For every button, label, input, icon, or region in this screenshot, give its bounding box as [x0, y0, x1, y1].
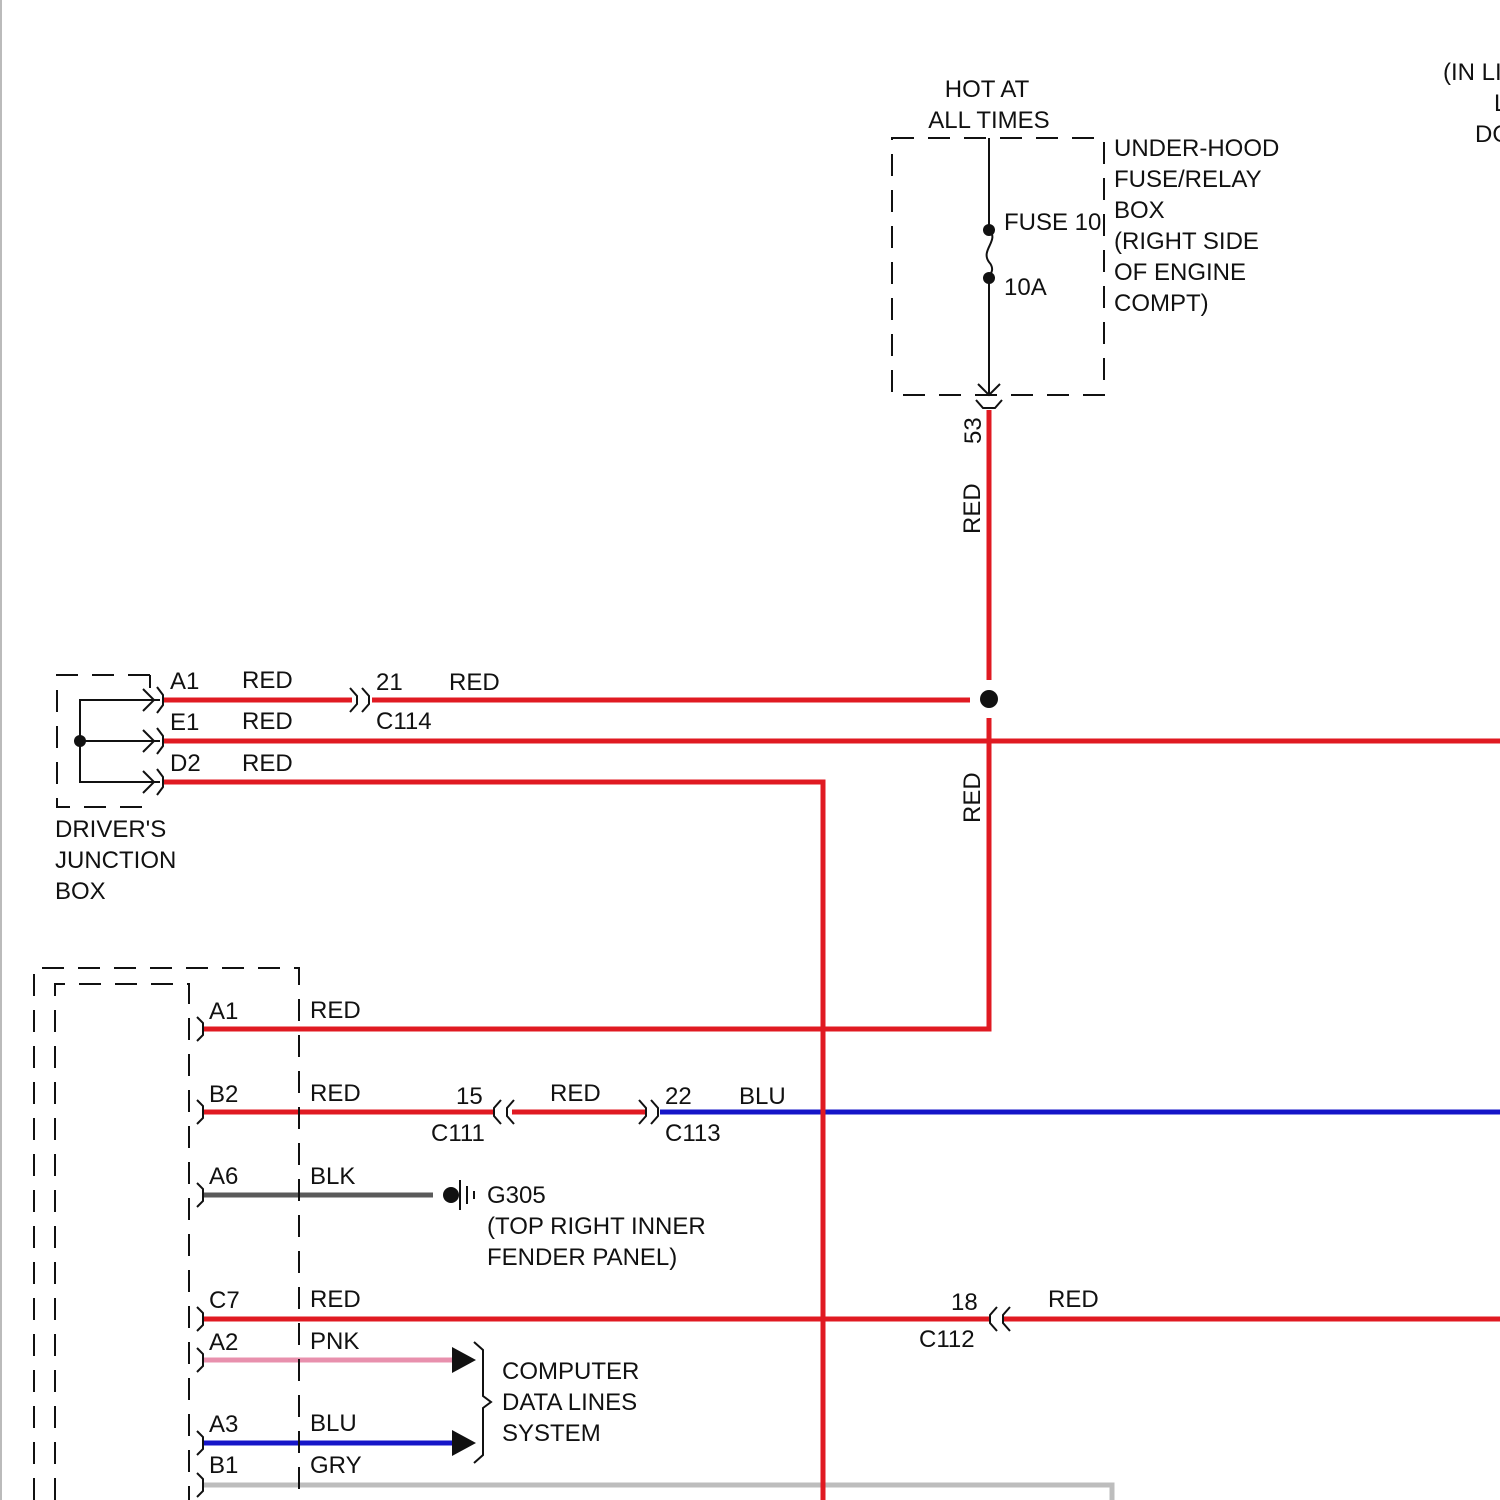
- module-b2-connector-icon: [197, 1100, 203, 1124]
- fuse-rating-label: 10A: [1004, 274, 1047, 301]
- module-wire-b2-color: RED: [310, 1080, 361, 1107]
- djb-wire-a1-color: RED: [242, 667, 293, 694]
- module-a1-connector-icon: [197, 1017, 203, 1041]
- ground-dot: [443, 1187, 459, 1203]
- module-wire-c7-color: RED: [310, 1286, 361, 1313]
- djb-pin-d2: D2: [170, 750, 201, 777]
- c114-id-label: C114: [376, 708, 432, 735]
- module-b1-connector-icon: [197, 1473, 203, 1497]
- wire-53-color-label: RED: [959, 483, 986, 534]
- module-wire-a3-color: BLU: [310, 1410, 357, 1437]
- djb-pin-e1: E1: [170, 709, 199, 736]
- module-pin-a1: A1: [209, 998, 238, 1025]
- module-inner-outline: [55, 984, 189, 1500]
- c113-id-label: C113: [665, 1120, 721, 1147]
- connector-c113: 22 C113 BLU: [639, 1083, 786, 1147]
- module-a6-connector-icon: [197, 1183, 203, 1207]
- hot-at-all-times-label-1: HOT AT: [945, 76, 1030, 103]
- module-pin-b1: B1: [209, 1452, 238, 1479]
- module-wire-a1-color: RED: [310, 997, 361, 1024]
- djb-bus-dot: [74, 735, 86, 747]
- splice-junction-dot: [980, 690, 998, 708]
- ground-location-line-1: (TOP RIGHT INNER: [487, 1213, 706, 1240]
- module-pin-a2: A2: [209, 1329, 238, 1356]
- wire-djb-d2-red[interactable]: [163, 782, 823, 1500]
- c114-pin-label: 21: [376, 669, 403, 696]
- a3-arrow-icon: [452, 1430, 476, 1456]
- c112-id-label: C112: [919, 1326, 975, 1353]
- c113-wire-color: BLU: [739, 1083, 786, 1110]
- fuse-box-name-line-3: BOX: [1114, 197, 1165, 224]
- lower-module: A1 RED B2 RED A6 BLK C7 RED A2 PNK A3 BL…: [34, 968, 362, 1500]
- top-right-note-line-2: L: [1494, 90, 1500, 117]
- data-lines-label-1: COMPUTER: [502, 1358, 639, 1385]
- djb-wire-d2-color: RED: [242, 750, 293, 777]
- fuse-label: FUSE 10: [1004, 209, 1101, 236]
- riser-wire-color-label: RED: [959, 772, 986, 823]
- computer-data-lines: COMPUTER DATA LINES SYSTEM: [452, 1342, 639, 1463]
- djb-pin-a1: A1: [170, 668, 199, 695]
- djb-name-line-2: JUNCTION: [55, 847, 176, 874]
- module-pin-c7: C7: [209, 1287, 240, 1314]
- fuse-box-name-line-6: COMPT): [1114, 290, 1209, 317]
- pin-53-label: 53: [960, 417, 987, 444]
- data-lines-brace-icon: [474, 1342, 491, 1463]
- module-pin-a6: A6: [209, 1163, 238, 1190]
- c111-c113-wire-color: RED: [550, 1080, 601, 1107]
- fuse-box-name-line-2: FUSE/RELAY: [1114, 166, 1262, 193]
- wire-riser-red[interactable]: [203, 718, 989, 1029]
- c111-id-label: C111: [431, 1120, 485, 1147]
- ground-g305: G305 (TOP RIGHT INNER FENDER PANEL): [443, 1180, 706, 1271]
- fuse-box-name-line-4: (RIGHT SIDE: [1114, 228, 1259, 255]
- djb-wire-e1-color: RED: [242, 708, 293, 735]
- ground-id-label: G305: [487, 1182, 546, 1209]
- data-lines-label-2: DATA LINES: [502, 1389, 637, 1416]
- c114-connector-icon-2: [362, 688, 369, 712]
- fuse-icon: [987, 230, 993, 278]
- module-wire-a2-color: PNK: [310, 1328, 359, 1355]
- fuse-box-name-line-1: UNDER-HOOD: [1114, 135, 1279, 162]
- top-right-note: (IN LI L DO: [1443, 59, 1500, 148]
- ground-location-line-2: FENDER PANEL): [487, 1244, 677, 1271]
- c112-wire-color: RED: [1048, 1286, 1099, 1313]
- module-pin-b2: B2: [209, 1081, 238, 1108]
- c112-connector-icon-1: [990, 1307, 997, 1331]
- djb-name-line-3: BOX: [55, 878, 106, 905]
- module-wire-b1-color: GRY: [310, 1452, 362, 1479]
- module-a3-connector-icon: [197, 1431, 203, 1455]
- hot-at-all-times-label-2: ALL TIMES: [928, 107, 1049, 134]
- under-hood-fuse-relay-box: HOT AT ALL TIMES FUSE 10 10A UNDER-HOOD …: [892, 76, 1279, 534]
- module-outer-outline: [34, 968, 299, 1500]
- connector-53-icon: [976, 400, 1002, 408]
- red-wires: [163, 410, 1500, 1500]
- module-wire-a6-color: BLK: [310, 1163, 355, 1190]
- c112-pin-label: 18: [951, 1289, 978, 1316]
- djb-name-line-1: DRIVER'S: [55, 816, 166, 843]
- c113-connector-icon-2: [651, 1100, 658, 1124]
- data-lines-label-3: SYSTEM: [502, 1420, 601, 1447]
- c113-pin-label: 22: [665, 1083, 692, 1110]
- wire-b1-gry[interactable]: [203, 1485, 1112, 1500]
- top-right-note-line-1: (IN LI: [1443, 59, 1500, 86]
- fuse-box-name-line-5: OF ENGINE: [1114, 259, 1246, 286]
- module-a2-connector-icon: [197, 1348, 203, 1372]
- module-pin-a3: A3: [209, 1411, 238, 1438]
- a2-arrow-icon: [452, 1347, 476, 1373]
- drivers-junction-box: A1 RED E1 RED D2 RED DRIVER'S JUNCTION B…: [55, 667, 293, 905]
- c111-connector-icon-1: [494, 1100, 501, 1124]
- c114-wire-color: RED: [449, 669, 500, 696]
- fuse-box-outline: [892, 138, 1104, 395]
- top-right-note-line-3: DO: [1475, 121, 1500, 148]
- c111-pin-label: 15: [456, 1083, 483, 1110]
- module-c7-connector-icon: [197, 1307, 203, 1331]
